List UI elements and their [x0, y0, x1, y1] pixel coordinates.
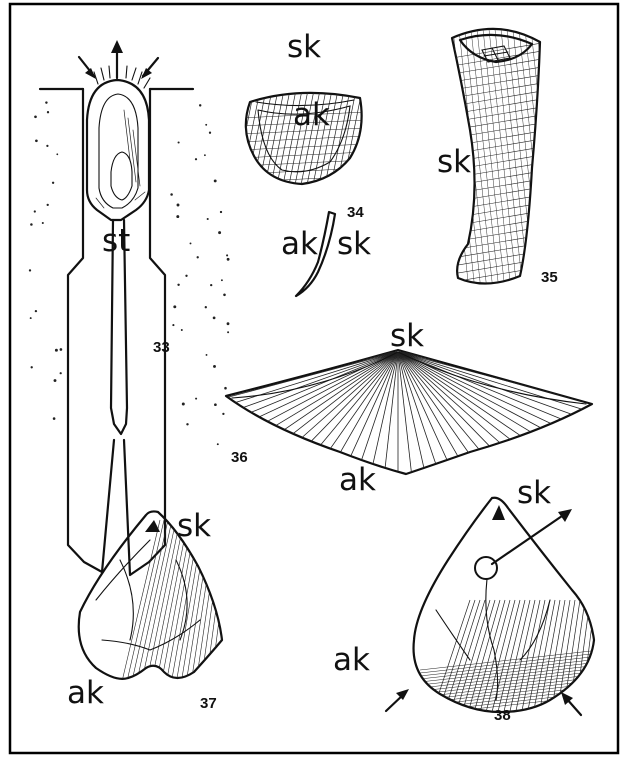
label-st: st	[102, 223, 130, 259]
shell-38-beak	[492, 505, 505, 520]
label-ak-37: ak	[67, 675, 104, 711]
figure-35-horn-shell: sk 35	[437, 20, 584, 300]
label-sk-36: sk	[390, 318, 424, 354]
shell-38-hatching	[420, 600, 615, 720]
figure-34-brachiopod-shell: sk ak ak sk 34	[216, 29, 386, 296]
shell-36-outline	[226, 350, 592, 474]
figure-number-33: 33	[153, 339, 170, 356]
label-ak-34-shell: ak	[293, 97, 330, 133]
label-sk-38: sk	[517, 475, 551, 511]
shell-body	[111, 152, 132, 200]
figure-33-burrow-section: st 33	[29, 40, 230, 575]
figure-number-37: 37	[200, 695, 217, 712]
figure-38-shell: sk ak 38	[333, 475, 615, 724]
current-arrow-out-head	[558, 509, 572, 522]
figure-36-spiriferid-shell: sk ak 36	[170, 318, 626, 498]
label-ak-34-profile: ak	[281, 226, 318, 262]
figure-number-38: 38	[494, 707, 511, 724]
label-sk-34-profile: sk	[337, 226, 371, 262]
current-arrow-up-head	[111, 40, 123, 53]
figure-37-shell: sk ak 37	[67, 508, 244, 712]
shell-37-beak	[145, 520, 160, 532]
figure-number-34: 34	[347, 204, 364, 221]
burrow-outline	[68, 89, 165, 575]
current-arrow-right-head	[141, 68, 152, 79]
shell-38-sulcus	[436, 560, 550, 700]
figure-number-35: 35	[541, 269, 558, 286]
label-ak-38: ak	[333, 642, 370, 678]
shell-outer	[87, 80, 149, 220]
pedicle-foramen	[475, 557, 497, 579]
label-sk-34-top: sk	[287, 29, 321, 65]
label-sk-37: sk	[177, 508, 211, 544]
shell-37-hatching	[120, 520, 244, 690]
current-arrow-out	[492, 516, 562, 564]
label-ak-36: ak	[339, 462, 376, 498]
label-sk-35: sk	[437, 144, 471, 180]
figure-number-36: 36	[231, 449, 248, 466]
